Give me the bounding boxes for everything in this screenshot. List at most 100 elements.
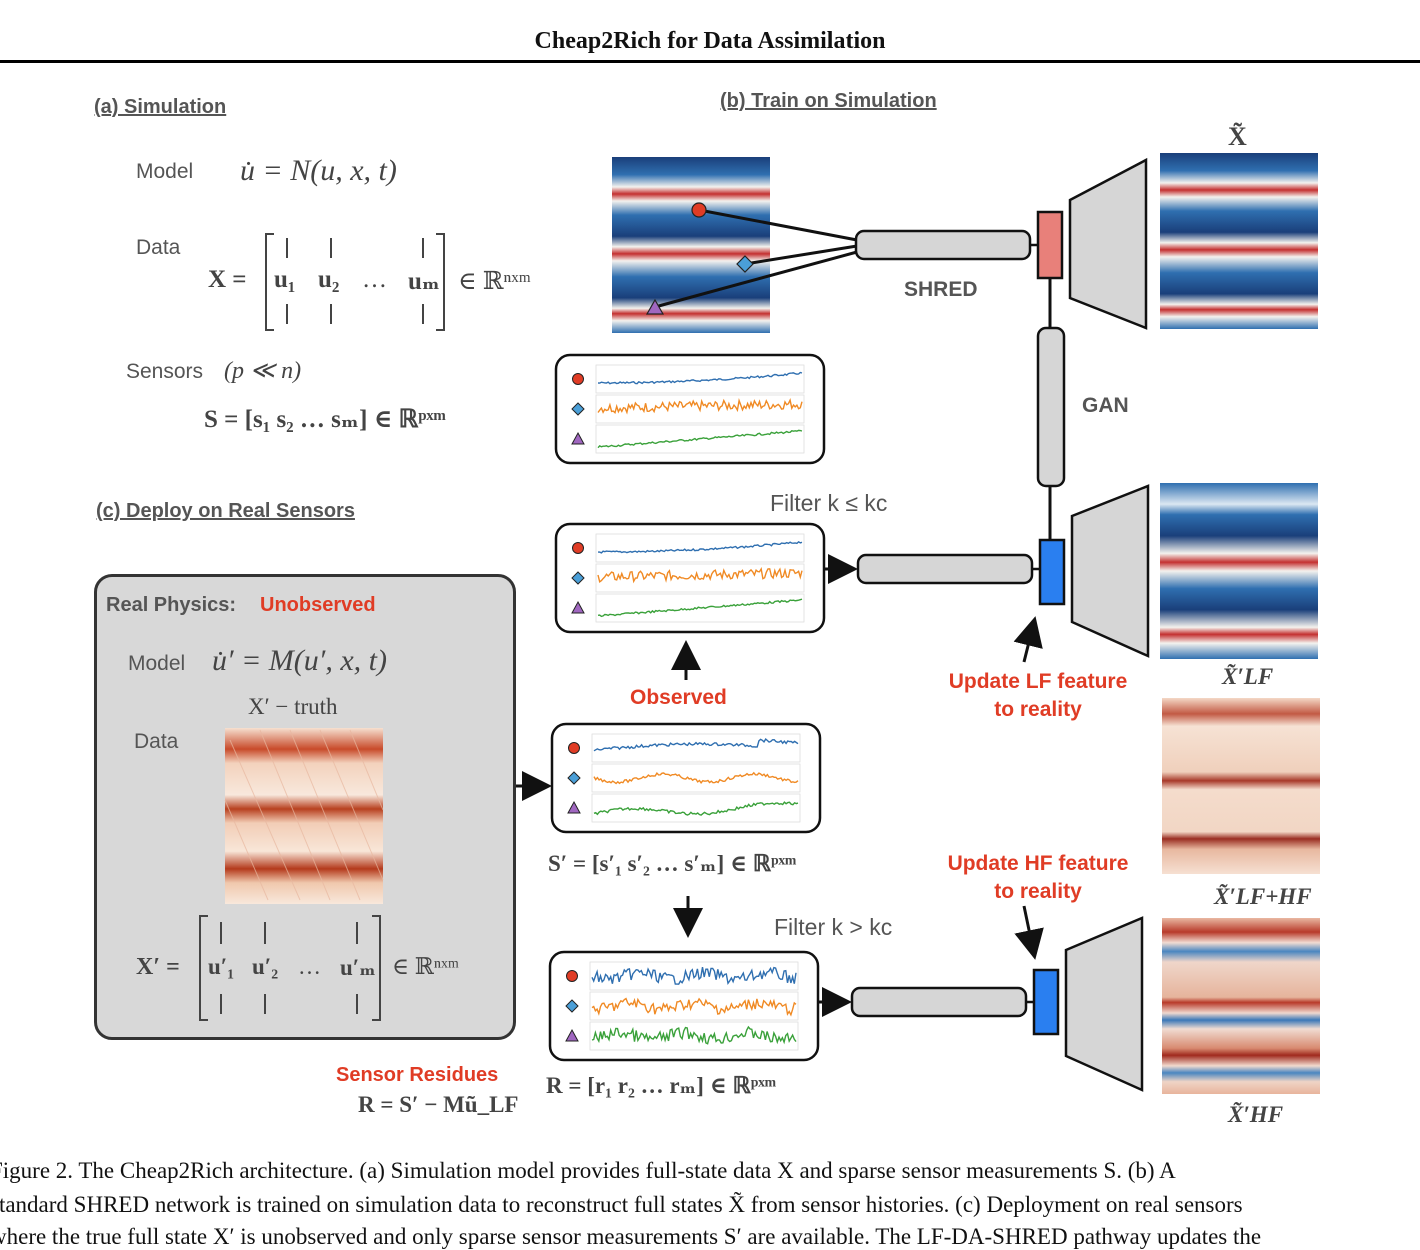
real-physics-box <box>94 574 516 1040</box>
sensors-label: Sensors <box>126 360 204 383</box>
page-header: Cheap2Rich for Data Assimilation <box>534 28 886 54</box>
marker-red <box>572 373 584 385</box>
section-c-title: (c) Deploy on Real Sensors <box>96 500 355 522</box>
unobserved-label: Unobserved <box>260 594 376 616</box>
gan-block <box>1036 326 1066 488</box>
section-b-title: (b) Train on Simulation <box>720 90 937 112</box>
real-matrix-rhs: ∈ ℝⁿˣᵐ <box>392 954 460 979</box>
residue-traces <box>548 950 820 1062</box>
sim-model-equation: u̇ = N(u, x, t) <box>240 154 397 187</box>
real-col-2: u′₂ <box>252 954 279 979</box>
update-hf-line1: Update HF feature <box>947 852 1129 875</box>
sensors-condition: (p ≪ n) <box>224 358 302 384</box>
sim-col-1: u₁ <box>274 266 296 293</box>
shred-lstm-block-top <box>854 229 1032 261</box>
hf-latent-encoder <box>1032 968 1060 1036</box>
trace-line <box>593 801 799 816</box>
trace-line <box>597 371 803 385</box>
trace-line <box>597 567 803 584</box>
section-a-title: (a) Simulation <box>94 96 227 118</box>
real-physics-title: Real Physics: <box>106 594 237 616</box>
trace-line <box>597 397 803 415</box>
trace-line <box>593 771 799 785</box>
truth-streaks <box>224 729 384 901</box>
marker-blue <box>571 571 585 585</box>
real-data-label: Data <box>134 730 179 753</box>
trace-line <box>591 1025 797 1045</box>
sim-data-lhs: X = <box>208 266 247 293</box>
real-col-m: u′ₘ <box>340 955 377 980</box>
sensor-purple-marker <box>645 298 665 315</box>
caption-line-2: standard SHRED network is trained on sim… <box>0 1192 1243 1217</box>
sim-col-dots: … <box>362 266 387 293</box>
truth-label: X′ − truth <box>248 694 338 719</box>
filter-low-label: Filter k ≤ kc <box>770 490 888 516</box>
marker-purple <box>571 431 585 445</box>
trace-line <box>591 997 797 1017</box>
filter-high-label: Filter k > kc <box>774 914 893 940</box>
r-equation: R = [r₁ r₂ … rₘ] ∈ ℝᵖˣᵐ <box>546 1073 777 1098</box>
marker-purple <box>565 1028 579 1042</box>
x-lfhf-label: X̃′LF+HF <box>1214 884 1312 909</box>
gan-label: GAN <box>1082 394 1129 417</box>
real-model-equation: u̇′ = M(u′, x, t) <box>212 644 387 677</box>
truth-field-image <box>225 728 383 904</box>
sensor-blue-marker <box>736 255 754 273</box>
caption-line-1: Figure 2. The Cheap2Rich architecture. (… <box>0 1158 1176 1183</box>
sensor-red-marker <box>691 202 707 218</box>
x-lf-image <box>1160 483 1318 659</box>
x-hf-label: X̃′HF <box>1228 1102 1284 1127</box>
lf-latent-encoder <box>1038 538 1066 606</box>
trace-line <box>597 598 803 618</box>
sim-model-label: Model <box>136 160 194 183</box>
header-rule <box>0 60 1420 63</box>
sensors-equation: S = [s₁ s₂ … sₘ] ∈ ℝᵖˣᵐ <box>204 406 446 433</box>
marker-purple <box>567 800 581 814</box>
sensor-connectors <box>654 208 858 309</box>
decoder-top <box>1068 157 1148 330</box>
real-sensor-traces <box>550 722 822 834</box>
marker-blue <box>567 771 581 785</box>
sensor-residues-equation: R = S′ − Mũ_LF <box>358 1092 519 1117</box>
x-lfhf-image <box>1162 698 1320 874</box>
trace-line <box>598 541 803 554</box>
sim-col-m: uₘ <box>408 268 441 295</box>
sim-data-label: Data <box>136 236 181 259</box>
marker-red <box>572 542 584 554</box>
update-hf-line2: to reality <box>994 880 1082 903</box>
x-lf-label: X̃′LF <box>1222 664 1274 689</box>
sim-matrix-brackets <box>265 233 445 331</box>
marker-purple <box>571 600 585 614</box>
sim-data-rhs: ∈ ℝⁿˣᵐ <box>458 268 531 295</box>
trace-line <box>591 966 797 986</box>
sim-sensor-traces <box>554 353 826 465</box>
marker-blue <box>571 402 585 416</box>
marker-red <box>568 742 580 754</box>
trace-line <box>597 429 803 449</box>
shred-lstm-block-hf <box>850 986 1028 1018</box>
real-col-1: u′₁ <box>208 954 235 979</box>
decoder-hf <box>1064 916 1144 1092</box>
simulation-field-image <box>612 157 770 333</box>
real-matrix-lhs: X′ = <box>136 954 180 980</box>
update-lf-line1: Update LF feature <box>948 670 1128 693</box>
real-col-dots: … <box>298 954 321 979</box>
real-model-label: Model <box>128 652 186 675</box>
decoder-lf <box>1070 484 1150 658</box>
observed-lf-traces <box>554 522 826 634</box>
sensor-residues-title: Sensor Residues <box>336 1064 499 1086</box>
s-prime-equation: S′ = [s′₁ s′₂ … s′ₘ] ∈ ℝᵖˣᵐ <box>548 851 797 876</box>
shred-label: SHRED <box>904 278 978 301</box>
x-tilde-image <box>1160 153 1318 329</box>
trace-line <box>593 738 799 752</box>
real-matrix-brackets <box>199 915 381 1021</box>
marker-red <box>566 970 578 982</box>
x-tilde-label: X̃ <box>1228 122 1247 151</box>
x-hf-image <box>1162 918 1320 1094</box>
sim-col-2: u₂ <box>318 266 340 293</box>
shred-lstm-block-lf <box>856 553 1034 585</box>
observed-label: Observed <box>630 686 727 709</box>
sensor-trace-panels <box>548 353 826 1062</box>
sim-latent-encoder <box>1036 210 1064 280</box>
